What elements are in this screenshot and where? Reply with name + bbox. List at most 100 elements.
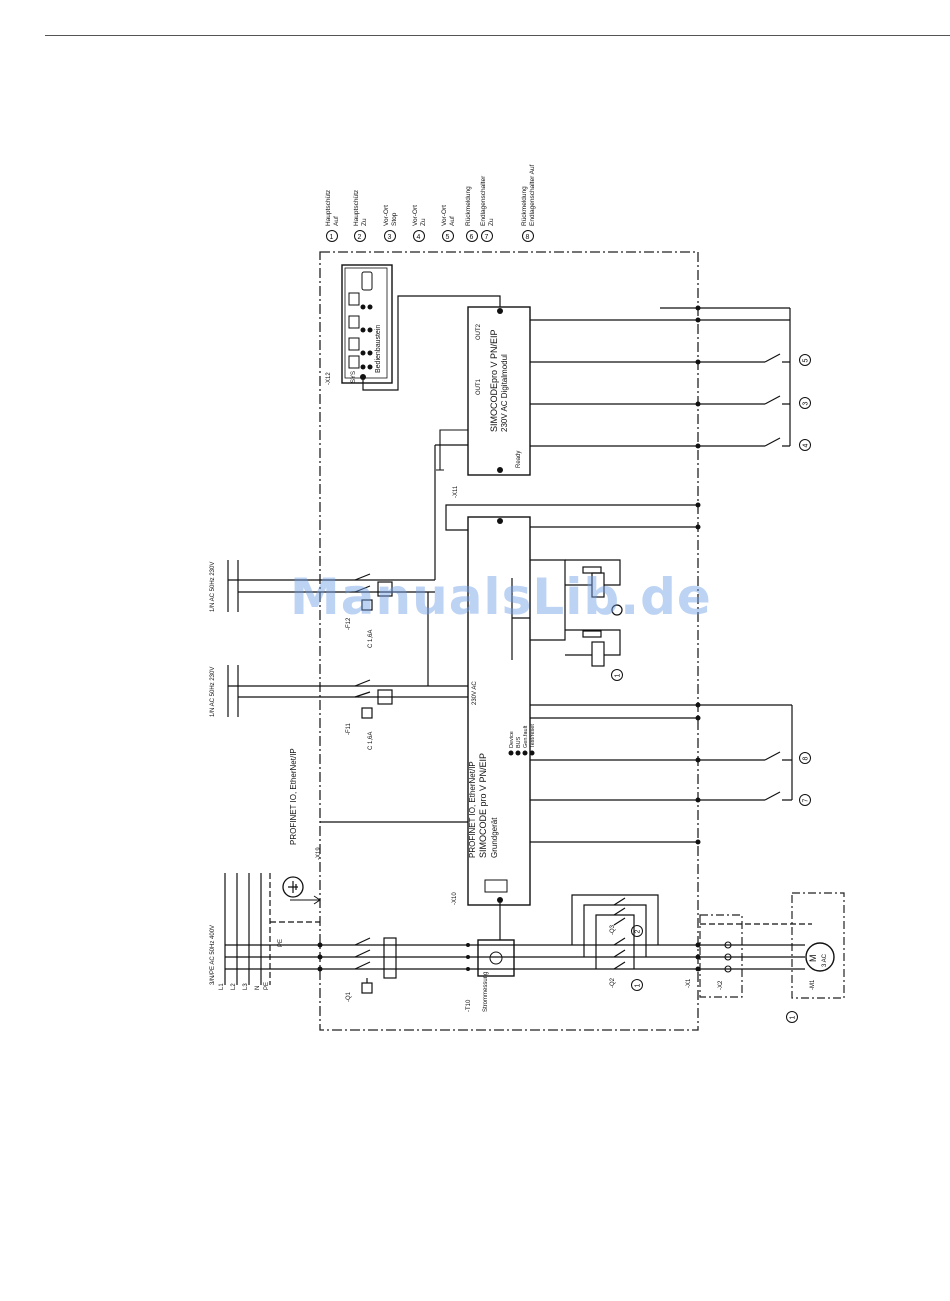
reference-circle bbox=[786, 1011, 798, 1023]
legend-line1: Rückmeldung bbox=[465, 186, 472, 226]
terminal-dot bbox=[695, 757, 701, 763]
operator-panel-port: SYS bbox=[351, 371, 357, 383]
f12-ref: -F12 bbox=[346, 617, 352, 630]
digital-module-out2: OUT2 bbox=[476, 323, 482, 340]
pe-ref: PE bbox=[278, 939, 284, 947]
legend-line2: Endlagenschalter Auf bbox=[529, 164, 536, 226]
f11-ref: -F11 bbox=[346, 722, 352, 735]
digital-module-subtitle: 230V AC Digitalmodul bbox=[500, 354, 509, 432]
legend-number-circle bbox=[442, 230, 454, 242]
digital-module-out1: OUT1 bbox=[476, 378, 482, 395]
legend-number-circle bbox=[481, 230, 493, 242]
terminal-x2-border bbox=[699, 914, 743, 998]
reference-circle bbox=[799, 439, 811, 451]
reference-number: 1 bbox=[615, 674, 622, 678]
terminal-dot bbox=[695, 715, 701, 721]
motor-label: M bbox=[808, 955, 818, 963]
reference-circle bbox=[799, 397, 811, 409]
terminal-dot bbox=[466, 967, 470, 971]
current-module-ref: -T10 bbox=[466, 999, 472, 1012]
digital-module-ready: Ready bbox=[516, 451, 522, 468]
f11-rating: C 1,6A bbox=[368, 732, 374, 750]
legend-number: 2 bbox=[358, 234, 362, 241]
operator-panel: Bedienbaustein -X12 SYS bbox=[326, 264, 501, 391]
led-icon bbox=[515, 750, 521, 756]
motor-ref: -M1 bbox=[810, 979, 816, 990]
reference-number: 5 bbox=[803, 359, 810, 363]
q2-ref: -Q2 bbox=[610, 977, 616, 988]
x19-ref: -X19 bbox=[316, 847, 322, 860]
relay-coils bbox=[511, 559, 623, 667]
terminal-dot bbox=[695, 954, 701, 960]
reference-circle bbox=[799, 752, 811, 764]
digital-module-ref: -X11 bbox=[453, 485, 459, 498]
legend-number-circle bbox=[413, 230, 425, 242]
legend-line1: Rückmeldung bbox=[521, 186, 528, 226]
terminal-dot bbox=[317, 966, 323, 972]
terminal-dot bbox=[695, 839, 701, 845]
terminal-dot bbox=[695, 797, 701, 803]
motor: M 3 AC -M1 bbox=[805, 942, 835, 990]
legend-line1: Endlagenschalter bbox=[480, 175, 487, 226]
legend-number: 1 bbox=[330, 234, 334, 241]
legend-number-circle bbox=[326, 230, 338, 242]
operator-panel-ref: -X12 bbox=[326, 372, 332, 385]
main-line-label: PE bbox=[264, 982, 270, 990]
aux-supply-lines bbox=[227, 444, 468, 823]
reference-circle bbox=[611, 669, 623, 681]
legend-number: 8 bbox=[526, 234, 530, 241]
terminal-dot bbox=[695, 524, 701, 530]
terminal-dot bbox=[466, 943, 470, 947]
led-icon bbox=[508, 750, 514, 756]
aux1-supply-label: 1/N AC 50Hz 230V bbox=[210, 562, 216, 612]
legend-line1: Vor-Ort bbox=[383, 205, 390, 226]
header-rule bbox=[45, 35, 950, 36]
main-line-label: N bbox=[255, 986, 261, 990]
terminal-dot bbox=[695, 443, 701, 449]
led-label: BUS bbox=[516, 736, 522, 748]
terminal-dot bbox=[695, 359, 701, 365]
legend-number-circle bbox=[354, 230, 366, 242]
operator-panel-title: Bedienbaustein bbox=[375, 325, 382, 373]
reference-number: 1 bbox=[635, 984, 642, 988]
terminal-dot bbox=[466, 955, 470, 959]
reference-circle bbox=[799, 794, 811, 806]
terminal-dot bbox=[695, 702, 701, 708]
digital-module: SIMOCODEpro V PN/EIP 230V AC Digitalmodu… bbox=[436, 306, 531, 498]
reference-circle bbox=[631, 925, 643, 937]
led-label: Gen.fault bbox=[523, 725, 529, 748]
f12-rating: C 1,6A bbox=[368, 630, 374, 648]
reference-number: 7 bbox=[803, 799, 810, 803]
fuses bbox=[354, 573, 393, 719]
reference-number: 8 bbox=[803, 757, 810, 761]
basic-unit-bus: PROFINET IO, EtherNet/IP bbox=[468, 761, 477, 858]
terminal-dot bbox=[695, 966, 701, 972]
legend-line2: Auf bbox=[333, 216, 340, 226]
reference-circle bbox=[631, 979, 643, 991]
reference-number: 4 bbox=[803, 444, 810, 448]
legend-line1: Vor-Ort bbox=[412, 205, 419, 226]
basic-unit-supply: 230V AC bbox=[472, 681, 478, 705]
legend-line1: Vor-Ort bbox=[441, 205, 448, 226]
motor-sub: 3 AC bbox=[822, 953, 828, 967]
legend-number: 6 bbox=[470, 234, 474, 241]
legend-line2: Auf bbox=[449, 216, 456, 226]
legend-line2: Zu bbox=[420, 218, 427, 226]
main-supply-label: 3/N/PE AC 50Hz 400V bbox=[210, 925, 216, 985]
terminal-x2 bbox=[724, 941, 732, 973]
x1-ref: -X1 bbox=[686, 978, 692, 988]
terminal-dot bbox=[317, 954, 323, 960]
reference-number: 2 bbox=[635, 930, 642, 934]
watermark: ManualsLib.de bbox=[290, 568, 712, 626]
q3-ref: -Q3 bbox=[610, 924, 616, 935]
terminal-dot bbox=[695, 401, 701, 407]
terminal-dots bbox=[317, 305, 701, 972]
